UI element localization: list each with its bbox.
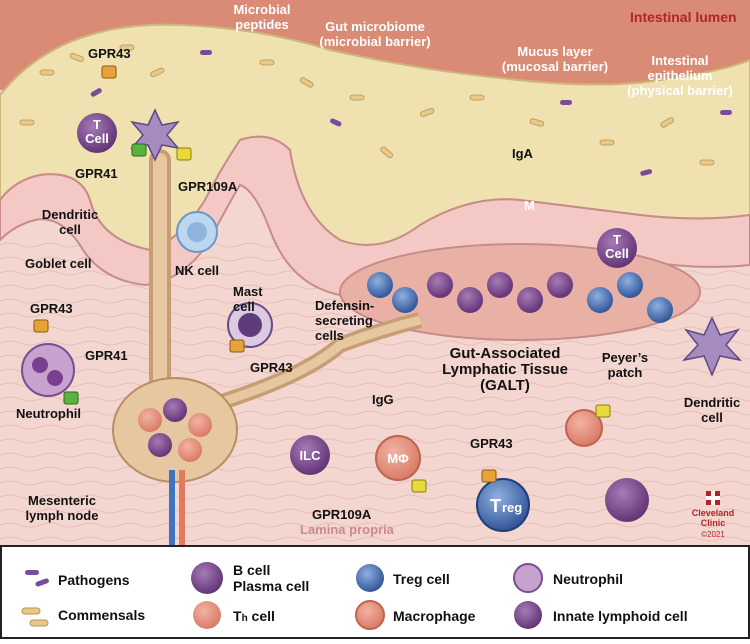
- label-dendritic-right-2: cell: [701, 410, 723, 425]
- svg-text:Macrophage: Macrophage: [393, 608, 476, 624]
- cleveland-clinic-logo-icon: [706, 491, 720, 505]
- label-epithelium: Intestinal: [651, 53, 708, 68]
- dendritic-cell-right: [681, 316, 743, 377]
- label-mucus-layer-2: (mucosal barrier): [502, 59, 608, 74]
- label-m-cell: M: [524, 198, 535, 213]
- t-cell-icon: [77, 113, 117, 153]
- mast-cell: [227, 302, 273, 348]
- legend-neutrophil: Neutrophil: [513, 563, 623, 593]
- svg-text:Treg cell: Treg cell: [393, 571, 450, 587]
- svg-text:Pathogens: Pathogens: [58, 572, 130, 588]
- label-mucus-layer: Mucus layer: [517, 44, 592, 59]
- brand-name-2: Clinic: [701, 518, 726, 528]
- svg-text:T: T: [490, 496, 501, 516]
- label-dendritic-left-2: cell: [59, 222, 81, 237]
- svg-text:T: T: [93, 117, 101, 132]
- svg-text:T: T: [613, 232, 621, 247]
- label-igg: IgG: [372, 392, 394, 407]
- legend-innate-lymphoid-cell: Innate lymphoid cell: [514, 601, 688, 629]
- label-mesenteric: Mesenteric: [28, 493, 96, 508]
- macrophage-small: [565, 409, 603, 447]
- mesenteric-lymph-node: [112, 377, 238, 483]
- label-galt: Gut-Associated: [450, 345, 561, 362]
- label-microbial-peptides: Microbial: [233, 2, 290, 17]
- neutrophil: [21, 343, 75, 397]
- legend-pathogens: Pathogens: [25, 570, 130, 588]
- legend-commensals: Commensals: [21, 607, 145, 627]
- label-galt-2: Lymphatic Tissue: [442, 361, 568, 378]
- label-epithelium-2: epithelium: [647, 68, 712, 83]
- svg-text:Cell: Cell: [85, 131, 109, 146]
- label-peyers-patch-2: patch: [608, 365, 643, 380]
- svg-text:reg: reg: [502, 500, 522, 515]
- peyers-patch-cells: [367, 272, 673, 323]
- brand-name: Cleveland: [692, 508, 735, 518]
- svg-text:B cell: B cell: [233, 562, 270, 578]
- label-gpr41-top: GPR41: [75, 166, 118, 181]
- dendritic-cell-left: [130, 108, 180, 162]
- label-epithelium-3: (physical barrier): [627, 83, 733, 98]
- copyright: ©2021: [701, 530, 725, 539]
- label-intestinal-lumen: Intestinal lumen: [630, 9, 737, 25]
- treg-cell: T reg: [476, 478, 530, 532]
- label-gpr109a-top: GPR109A: [178, 179, 238, 194]
- label-mast-cell: Mast: [233, 284, 263, 299]
- svg-text:MΦ: MΦ: [387, 451, 409, 466]
- label-mast-cell-2: cell: [233, 299, 255, 314]
- legend-macrophage: Macrophage: [355, 600, 476, 630]
- svg-text:Neutrophil: Neutrophil: [553, 571, 623, 587]
- label-gpr43-neutrophil: GPR43: [30, 301, 73, 316]
- label-goblet-cell: Goblet cell: [25, 256, 91, 271]
- label-gpr43-treg: GPR43: [470, 436, 513, 451]
- t-cell-left: T Cell: [77, 113, 117, 153]
- label-neutrophil: Neutrophil: [16, 406, 81, 421]
- svg-text:Th cell: Th cell: [233, 608, 275, 624]
- svg-text:ILC: ILC: [300, 448, 322, 463]
- commensal-bacteria: [19, 44, 715, 166]
- label-lamina-propria: Lamina propria: [300, 522, 395, 537]
- svg-text:Plasma cell: Plasma cell: [233, 578, 309, 594]
- svg-text:Innate lymphoid cell: Innate lymphoid cell: [553, 608, 688, 624]
- svg-text:Commensals: Commensals: [58, 607, 145, 623]
- svg-text:Cell: Cell: [605, 246, 629, 261]
- label-gpr109a-macrophage: GPR109A: [312, 507, 372, 522]
- t-cell-right: T Cell: [597, 228, 637, 268]
- macrophage: MΦ: [375, 435, 421, 481]
- ilc-cell: ILC: [290, 435, 330, 475]
- label-galt-3: (GALT): [480, 377, 530, 394]
- legend-treg-cell: Treg cell: [356, 564, 450, 592]
- label-gpr41-neutrophil: GPR41: [85, 348, 128, 363]
- label-dendritic-right: Dendritic: [684, 395, 740, 410]
- t-cell-icon: [597, 228, 637, 268]
- label-defensin-2: secreting: [315, 313, 373, 328]
- label-gut-microbiome-2: (microbial barrier): [319, 34, 430, 49]
- label-microbial-peptides-2: peptides: [235, 17, 288, 32]
- legend-th-cell: Th cell: [193, 601, 275, 629]
- label-peyers-patch: Peyer’s: [602, 350, 648, 365]
- legend-b-cell: B cell Plasma cell: [191, 562, 309, 594]
- label-mesenteric-2: lymph node: [26, 508, 99, 523]
- receptor-icon: [33, 65, 611, 493]
- label-defensin-3: cells: [315, 328, 344, 343]
- label-dendritic-left: Dendritic: [42, 207, 98, 222]
- label-gpr43-mast: GPR43: [250, 360, 293, 375]
- innate-lymphoid-cell: [605, 478, 649, 522]
- label-defensin: Defensin-: [315, 298, 374, 313]
- lymph-node-cells: [138, 398, 212, 462]
- label-gut-microbiome: Gut microbiome: [325, 19, 425, 34]
- label-gpr43-top: GPR43: [88, 46, 131, 61]
- pathogen-bacteria: [90, 50, 732, 176]
- label-iga: IgA: [512, 146, 534, 161]
- label-nk-cell: NK cell: [175, 263, 219, 278]
- nk-cell: [176, 211, 218, 253]
